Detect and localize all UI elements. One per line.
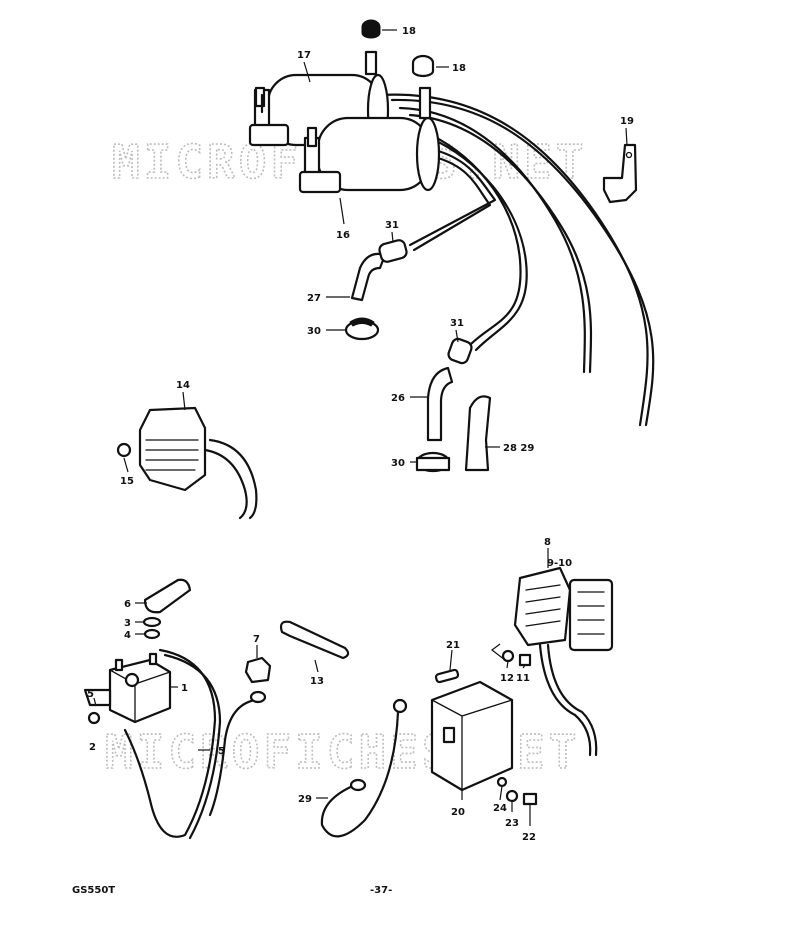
- callout-22: 22: [522, 832, 536, 843]
- callout-16: 16: [336, 230, 350, 241]
- callout-5-cable: 5: [218, 746, 225, 757]
- callout-1: 1: [181, 683, 188, 694]
- callout-2: 2: [89, 742, 96, 753]
- callout-11: 11: [516, 673, 530, 684]
- callout-17: 17: [297, 50, 311, 61]
- cap-7: [244, 656, 272, 684]
- spark-plug-cap-26: [426, 337, 473, 442]
- screws-11-12: [501, 649, 532, 667]
- suppressor-28-29: [464, 395, 492, 472]
- callout-28-29: 28 29: [503, 443, 534, 454]
- washers-3-4: [142, 616, 162, 640]
- callout-20: 20: [451, 807, 465, 818]
- cable-29: [320, 698, 408, 838]
- bracket-13: [279, 620, 350, 660]
- callout-13: 13: [310, 676, 324, 687]
- terminal-cover-6: [143, 578, 192, 614]
- callout-29: 29: [298, 794, 312, 805]
- callout-5-relay: 5: [87, 689, 94, 700]
- callout-15: 15: [120, 476, 134, 487]
- callout-30-bottom: 30: [391, 458, 405, 469]
- spark-plug-cap-27: [350, 239, 408, 302]
- unit-14: [116, 406, 258, 520]
- callout-9-10: 9-10: [547, 558, 572, 569]
- callout-18-top: 18: [402, 26, 416, 37]
- fuse-21: [434, 668, 460, 684]
- callout-7: 7: [253, 634, 260, 645]
- model-code: GS550T: [72, 885, 115, 896]
- callout-4: 4: [124, 630, 131, 641]
- callout-21: 21: [446, 640, 460, 651]
- leader-lines: [93, 29, 628, 826]
- page-number: -37-: [370, 885, 392, 896]
- callout-30-top: 30: [307, 326, 321, 337]
- starter-relay-1: [83, 652, 172, 724]
- cap-18-top: [361, 19, 381, 39]
- cap-18-second: [411, 54, 435, 78]
- callout-12: 12: [500, 673, 514, 684]
- callout-8: 8: [544, 537, 551, 548]
- seal-30-bottom: [415, 451, 451, 473]
- cable-5: [123, 648, 267, 840]
- bolt-2: [87, 711, 101, 725]
- callout-3: 3: [124, 618, 131, 629]
- callout-31-top: 31: [385, 220, 399, 231]
- callout-14: 14: [176, 380, 190, 391]
- ignition-coil-16: [298, 86, 441, 194]
- callout-27: 27: [307, 293, 321, 304]
- callout-24: 24: [493, 803, 507, 814]
- callout-31-bottom: 31: [450, 318, 464, 329]
- box-20: [430, 680, 514, 792]
- clamp-19: [602, 143, 638, 204]
- regulator-8: [513, 566, 614, 757]
- callouts: 18 18 17 16 19 31 27 30 31 26 30 28 29 1…: [87, 26, 634, 843]
- screws-22-24: [496, 776, 538, 806]
- seal-30-top: [344, 317, 380, 341]
- high-tension-leads: [378, 93, 655, 427]
- callout-23: 23: [505, 818, 519, 829]
- callout-26: 26: [391, 393, 405, 404]
- callout-18-second: 18: [452, 63, 466, 74]
- callout-6: 6: [124, 599, 131, 610]
- callout-19: 19: [620, 116, 634, 127]
